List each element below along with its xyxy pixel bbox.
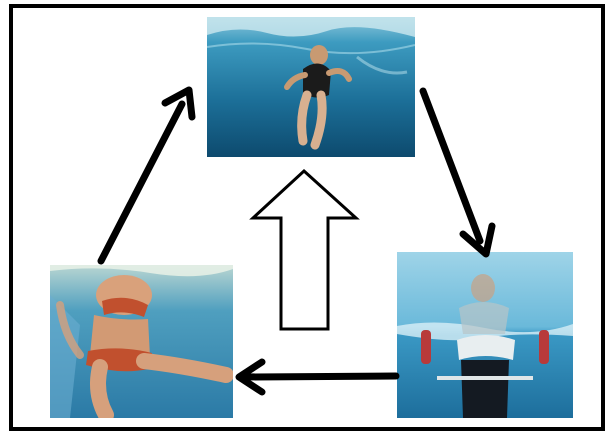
underwater-swimmer-photo: [207, 17, 415, 157]
pool-leg-kick-photo: [50, 265, 233, 418]
pool-dumbbell-exercise-photo: [397, 252, 573, 418]
